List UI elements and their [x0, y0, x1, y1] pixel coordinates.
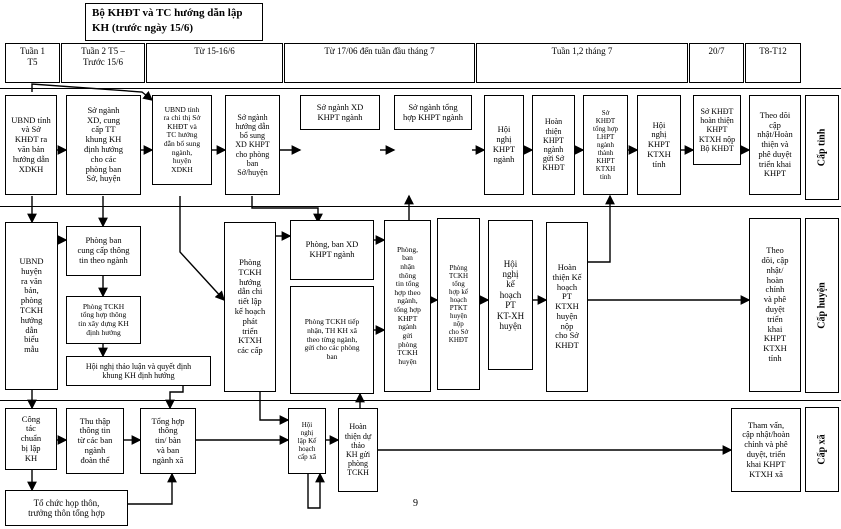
arrow-d5-c4	[259, 392, 290, 425]
commune-box-hoi-nghi-xa: Hội nghị lập Kế hoạch cấp xã	[288, 408, 326, 474]
district-box-phong-ban-nhan-thong-tin: Phòng, ban nhận thông tin tổng hợp theo …	[384, 220, 431, 392]
header-title-line1: Bộ KHĐT và TC hướng dẫn lập	[92, 7, 243, 19]
timeline-17-06: Từ 17/06 đến tuần đầu tháng 7	[284, 43, 475, 83]
province-box-tong-hop-khpt: Sở ngành tổng hợp KHPT ngành	[394, 95, 472, 130]
arrow-d11-p9	[588, 194, 615, 263]
province-box-so-khdt-hoan-thien: Sở KHĐT hoàn thiện KHPT KTXH nộp Bộ KHĐT	[693, 95, 741, 165]
timeline-week1: Tuần 1 T5	[5, 43, 60, 83]
timeline-15-16: Từ 15-16/6	[146, 43, 283, 83]
arrow-p3-d5	[179, 196, 225, 302]
district-box-phong-tckh-tong-hop-ke-hoach: Phòng TCKH tổng hợp kế hoạch PTKT huyện …	[437, 218, 480, 390]
province-box-so-nganh-xd: Sở ngành XD, cung cấp TT khung KH định h…	[66, 95, 141, 195]
province-box-so-khdt-tong-hop: Sở KHĐT tổng hợp LHPT ngành thành KHPT K…	[583, 95, 628, 195]
district-box-theo-doi-huyen: Theo dõi, cập nhật/ hoàn chỉnh và phê du…	[749, 218, 801, 392]
district-box-ubnd-huyen: UBND huyện ra văn bản, phòng TCKH hướng …	[5, 222, 58, 390]
commune-box-thu-thap-thong-tin: Thu thập thông tin từ các ban ngành đoàn…	[66, 408, 124, 474]
level-district-label: Cấp huyện	[805, 218, 839, 393]
arrow-c7-c3	[128, 472, 177, 505]
province-box-hoi-nghi-tinh: Hội nghị KHPT KTXH tỉnh	[637, 95, 681, 195]
district-box-phong-ban-xd-khpt: Phòng, ban XD KHPT ngành	[290, 220, 374, 280]
province-box-so-nganh-xd-khpt: Sở ngành XD KHPT ngành	[300, 95, 380, 130]
timeline-week2: Tuần 2 T5 – Trước 15/6	[61, 43, 145, 83]
timeline-july: Tuần 1,2 tháng 7	[476, 43, 688, 83]
commune-box-hoan-thien-du-thao: Hoàn thiện dự thảo KH gửi phòng TCKH	[338, 408, 378, 492]
district-box-phong-tckh-tiep-nhan: Phòng TCKH tiếp nhận, TH KH xã theo từng…	[290, 286, 374, 394]
arrow-c4-c5-down	[307, 472, 325, 509]
province-box-ubnd-tinh: UBND tỉnh và Sở KHĐT ra văn bản hướng dẫ…	[5, 95, 57, 195]
district-box-hoi-nghi-huyen: Hội nghị kế hoạch PT KT-XH huyện	[488, 220, 533, 370]
page-number: 9	[413, 498, 418, 509]
band-line-2	[0, 400, 841, 401]
arrow-p1-p3	[31, 83, 154, 101]
band-line-top	[0, 88, 841, 89]
timeline-20-7: 20/7	[689, 43, 744, 83]
province-box-hoi-nghi-khpt: Hội nghị KHPT ngành	[484, 95, 524, 195]
commune-box-tong-hop-thong-tin: Tổng hợp thông tin/ bàn và ban ngành xã	[140, 408, 196, 474]
province-box-ubnd-chi-thi: UBND tỉnh ra chỉ thị Sở KHĐT và TC hướng…	[152, 95, 212, 185]
level-commune-label: Cấp xã	[805, 407, 839, 492]
district-box-phong-tckh-tong-hop: Phòng TCKH tổng hợp thông tin xây dựng K…	[66, 296, 141, 344]
header-title-line2: KH (trước ngày 15/6)	[92, 21, 193, 34]
header-box: Bộ KHĐT và TC hướng dẫn lập KH (trước ng…	[85, 3, 263, 41]
band-line-1	[0, 206, 841, 207]
timeline-t8-t12: T8-T12	[745, 43, 801, 83]
province-box-theo-doi: Theo dõi cập nhật/Hoàn thiện và phê duyệ…	[749, 95, 801, 195]
province-box-hoan-thien-khpt: Hoàn thiện KHPT ngành gửi Sở KHĐT	[532, 95, 575, 195]
district-box-hoi-nghi-khung-kh: Hội nghị thảo luận và quyết định khung K…	[66, 356, 211, 386]
district-box-phong-ban-cung-cap: Phòng ban cung cấp thông tin theo ngành	[66, 226, 141, 276]
district-box-phong-tckh-huong-dan: Phòng TCKH hướng dẫn chi tiết lập kế hoạ…	[224, 222, 276, 392]
arrow-p4-d6	[251, 196, 323, 224]
commune-box-to-chuc-hop-thon: Tổ chức họp thôn, trưởng thôn tổng hợp	[5, 490, 128, 526]
commune-box-cong-tac-chuan-bi: Công tác chuẩn bị lập KH	[5, 408, 57, 470]
level-province-label: Cấp tỉnh	[805, 95, 839, 200]
district-box-hoan-thien-huyen: Hoàn thiện Kế hoạch PT KTXH huyện nộp ch…	[546, 222, 588, 392]
province-box-so-nganh-huong-dan: Sở ngành hướng dẫn bổ sung XD KHPT cho p…	[225, 95, 280, 195]
commune-box-tham-van: Tham vấn, cập nhật/hoàn chỉnh và phê duy…	[731, 408, 801, 492]
